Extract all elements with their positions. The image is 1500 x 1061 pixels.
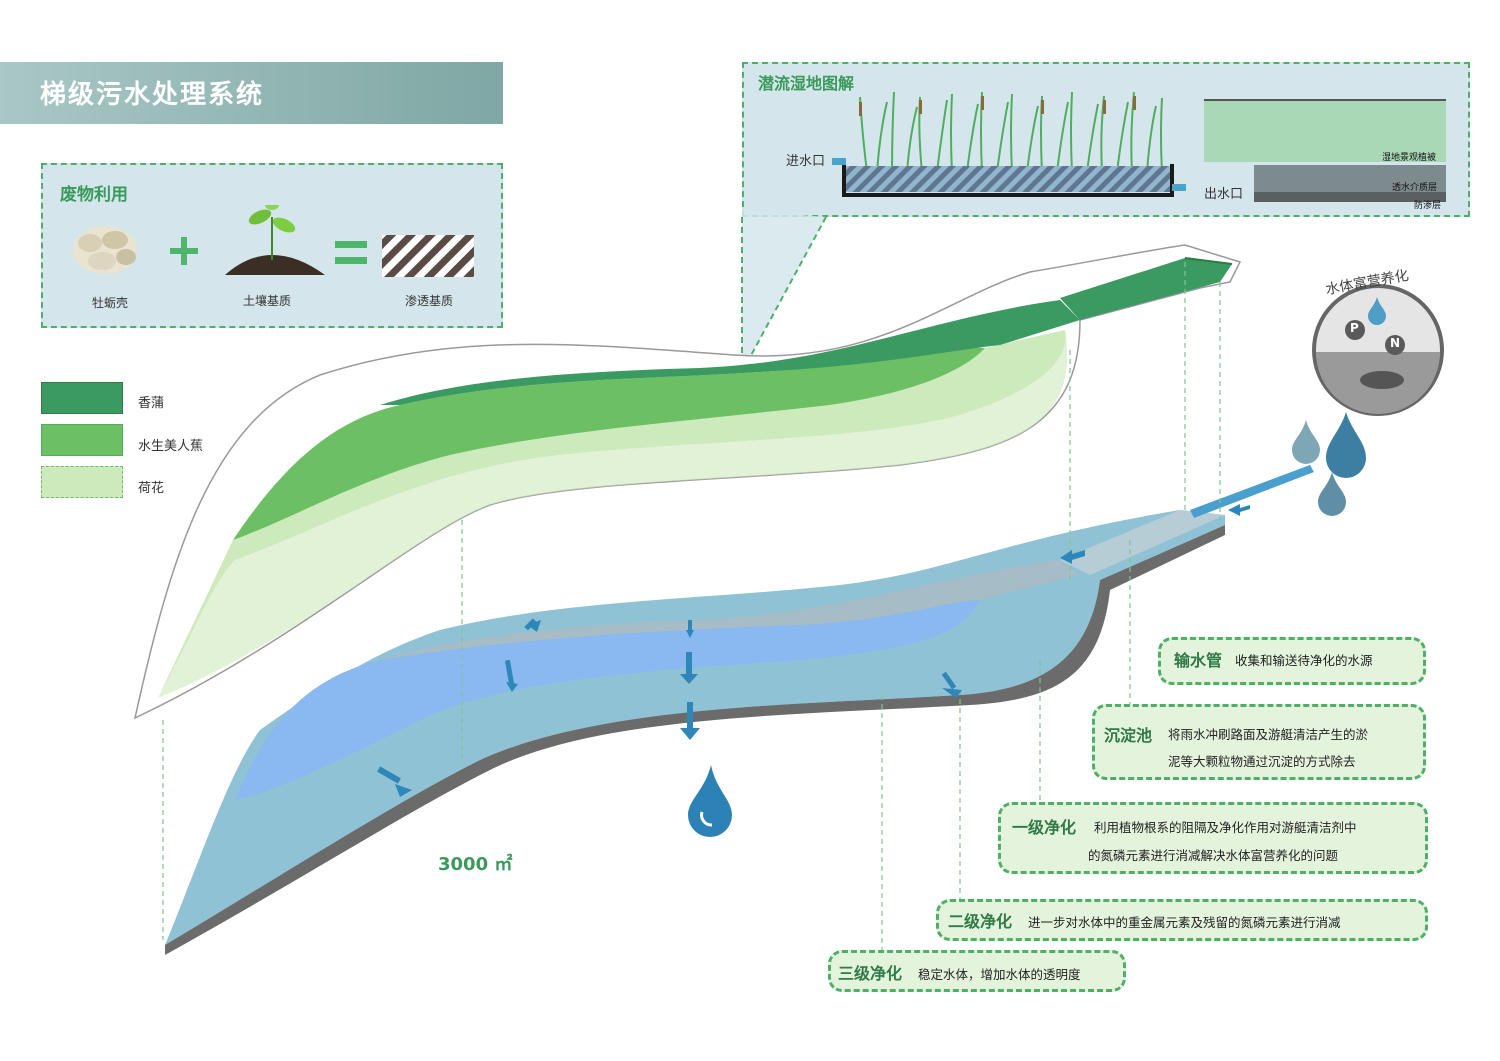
- waste-utilization-title: 废物利用: [60, 185, 128, 205]
- layer-label-permeable: 透水介质层: [1392, 183, 1438, 193]
- flow-arrows: [377, 504, 1250, 797]
- annotation-pipe: [1158, 637, 1426, 685]
- annotation-tertiary-body: 稳定水体，增加水体的透明度: [918, 967, 1081, 982]
- annotation-sedimentation-body: 将雨水冲刷路面及游艇清洁产生的淤: [1168, 727, 1369, 742]
- legend-swatch-cattail: [41, 382, 123, 414]
- title-bar: [0, 62, 503, 124]
- area-label: 3000 ㎡: [438, 854, 513, 875]
- outlet-label: 出水口: [1204, 187, 1244, 202]
- layer-label-impermeable: 防渗层: [1414, 201, 1442, 211]
- soil-sprout-icon: [225, 205, 325, 275]
- oyster-shell-icon: [73, 226, 137, 274]
- annotation-sedimentation-head: 沉淀池: [1104, 726, 1153, 745]
- layer-label-vegetation: 湿地景观植被: [1382, 153, 1437, 163]
- annotation-tertiary: [828, 950, 1126, 992]
- annotation-secondary: [936, 899, 1428, 941]
- phosphorus-label: P: [1350, 321, 1359, 335]
- eutrophication-icon: [1312, 284, 1444, 416]
- annotation-primary-body2: 的氮磷元素进行消减解决水体富营养化的问题: [1088, 848, 1339, 863]
- raindrops-icon: [1292, 412, 1366, 516]
- water-layer-primary: [235, 600, 980, 800]
- wetland-diagram-title: 潜流湿地图解: [758, 74, 855, 93]
- annotation-pipe-head: 输水管: [1174, 651, 1223, 670]
- permeable-substrate-label: 渗透基质: [405, 294, 454, 308]
- water-drop-icon: [688, 765, 732, 837]
- annotation-sedimentation: [1092, 704, 1426, 780]
- soil-substrate-label: 土壤基质: [243, 294, 292, 308]
- sedimentation-channel: [380, 560, 1080, 660]
- inlet-pipe-icon: [832, 158, 846, 165]
- inlet-label: 进水口: [786, 154, 826, 169]
- legend-label-cattail: 香蒲: [138, 396, 165, 411]
- annotation-secondary-body: 进一步对水体中的重金属元素及残留的氮磷元素进行消减: [1028, 915, 1341, 930]
- legend-label-lotus: 荷花: [138, 481, 165, 496]
- annotation-pipe-body: 收集和输送待净化的水源: [1235, 653, 1373, 668]
- legend-swatch-lotus: [41, 466, 123, 498]
- plus-icon: [170, 237, 198, 265]
- legend-label-canna: 水生美人蕉: [138, 439, 204, 454]
- inlet-pipe: [1190, 465, 1314, 518]
- equals-icon: [335, 241, 367, 264]
- annotation-tertiary-head: 三级净化: [838, 964, 903, 983]
- callout-pointer: [742, 210, 826, 372]
- oyster-shell-label: 牡蛎壳: [92, 296, 129, 310]
- annotation-secondary-head: 二级净化: [948, 912, 1013, 931]
- waste-icons: [73, 205, 474, 277]
- outlet-pipe-icon: [1172, 184, 1186, 191]
- lotus-band: [158, 330, 1066, 698]
- legend-swatch-canna: [41, 424, 123, 456]
- annotation-sedimentation-body2: 泥等大颗粒物通过沉淀的方式除去: [1168, 754, 1356, 769]
- annotation-primary-head: 一级净化: [1012, 818, 1077, 837]
- wetland-cross-section: [832, 91, 1446, 202]
- page-title: 梯级污水处理系统: [40, 80, 265, 110]
- permeable-substrate-icon: [382, 235, 474, 277]
- canna-band: [233, 347, 985, 540]
- cattail-band: [380, 300, 1080, 405]
- annotation-primary: [998, 802, 1428, 874]
- annotation-primary-body: 利用植物根系的阻隔及净化作用对游艇清洁剂中: [1094, 820, 1357, 835]
- nitrogen-label: N: [1390, 336, 1401, 350]
- reed-plants-icon: [859, 91, 1163, 173]
